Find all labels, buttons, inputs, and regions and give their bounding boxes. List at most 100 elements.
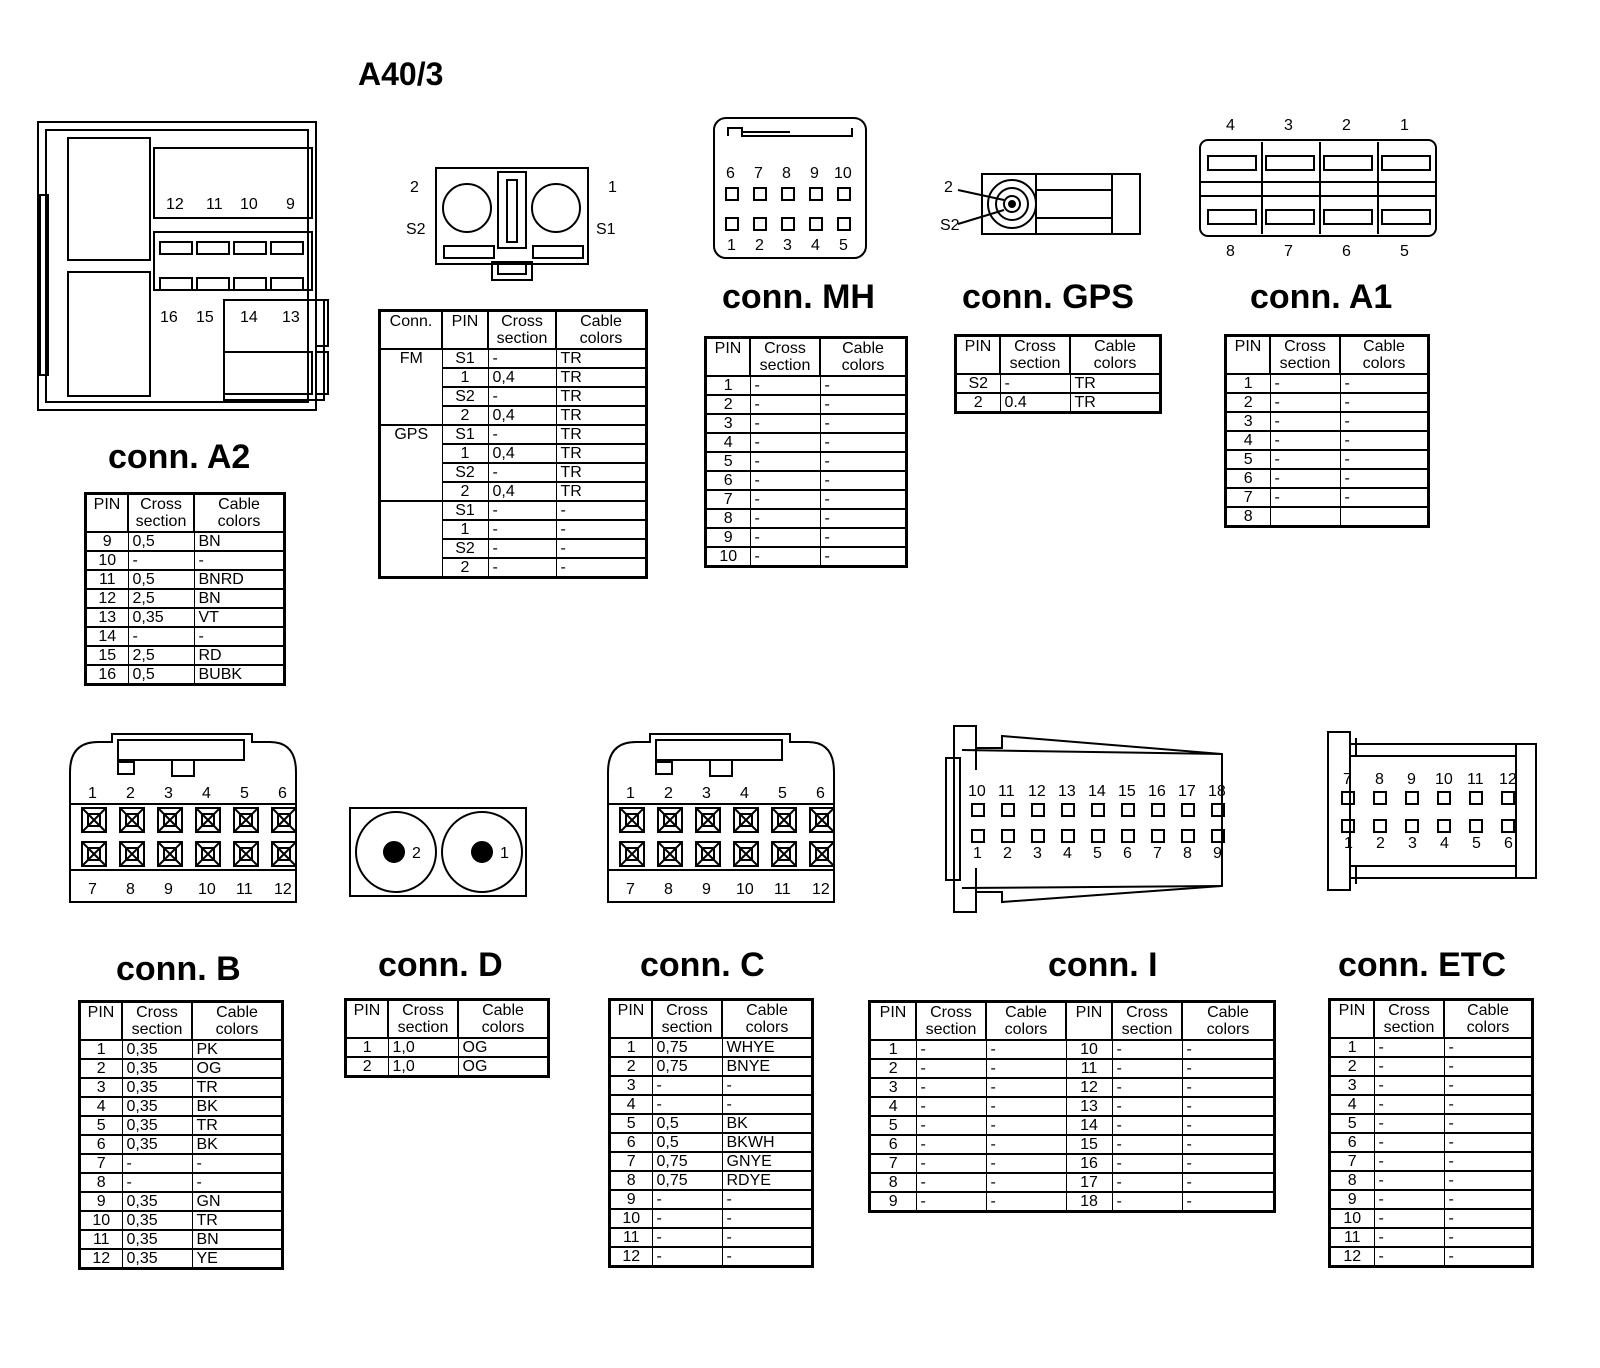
table-cell: - [1373,1246,1445,1268]
conn_b-pin-label: 1 [88,785,97,802]
table-row: 5-- [1225,449,1429,470]
table-cell: - [1181,1077,1275,1098]
conn_b-pin [81,841,107,867]
conn-group-cell: GPS [379,424,443,502]
conn_b-pin-grid [81,807,297,867]
a1-pin-label: 5 [1400,243,1409,260]
table-cell: 16 [85,664,129,686]
table-cell: BN [191,1229,283,1250]
conn-i-drawing [945,725,1223,913]
conn_b-pin-inner [201,847,215,861]
table-cell: - [819,546,907,568]
conn_c-pin-label: 7 [626,881,635,898]
table-row: 6-- [1225,468,1429,489]
etc-pin-top [1341,791,1355,805]
table-cell: - [1181,1134,1275,1155]
etc-pin-bottom [1341,819,1355,833]
table-cell: 0,35 [121,1134,193,1155]
col-cross: Cross section [749,336,821,377]
conn-d-drawing [349,807,527,897]
conn_c-pin-inner [815,847,829,861]
table-row: 4--13-- [869,1096,1275,1117]
table-cell: - [749,546,821,568]
i-pin-top [1151,803,1165,817]
etc-pin-bottom [1405,819,1419,833]
table-cell: 2 [955,392,1001,414]
a2-slot-top [159,241,193,255]
col-cable: Cable colors [985,1000,1067,1041]
table-cell: - [1339,449,1429,470]
conn-group-cell: FM [379,348,443,426]
table-cell: 3 [1329,1075,1375,1096]
table-cell: - [1269,487,1341,508]
table-cell: - [1111,1077,1183,1098]
table-cell: S2 [441,538,489,559]
table-cell: - [487,538,557,559]
table-cell: 9 [869,1191,917,1213]
conn_c-pin-cross [771,841,797,867]
etc-pin-bottom [1469,819,1483,833]
table-cell: S2 [441,386,489,407]
conn_c-pin-label: 8 [664,881,673,898]
table-cell: 10 [705,546,751,568]
table-cell: - [555,557,647,579]
i-pin-label: 4 [1063,845,1072,862]
table-cell: - [999,373,1071,394]
conn_c-pin [733,807,759,833]
i-pin-bottom [1181,829,1195,843]
conn_c-pin [771,807,797,833]
conn_b-pin-cross [157,841,183,867]
col-pin: PIN [868,1000,917,1041]
etc-pin-label: 1 [1344,835,1353,852]
i-pin-label: 10 [968,783,986,800]
table-cell: 7 [609,1151,653,1172]
table-cell: OG [457,1056,549,1078]
table-cell: - [1443,1151,1533,1172]
etc-pin-label: 10 [1435,771,1453,788]
mh-pin-bottom [781,217,795,231]
table-cell: 4 [79,1096,123,1117]
mh-pin-label: 6 [726,165,735,182]
table-cell: - [721,1189,813,1210]
table-cell: - [1269,468,1341,489]
i-pin-label: 2 [1003,845,1012,862]
fm-pin-2: 2 [410,179,419,196]
table-row: S1-- [379,500,647,579]
conn_b-pin-inner [163,847,177,861]
i-pin-top [1091,803,1105,817]
table-cell: TR [555,367,647,388]
table-cell: 5 [609,1113,653,1134]
conn_b-pin [271,841,297,867]
etc-pin-label: 11 [1467,771,1484,788]
table-cell: - [915,1058,987,1079]
etc-pin-bottom [1373,819,1387,833]
table-cell: 1 [869,1039,917,1060]
table-cell: 4 [609,1094,653,1115]
table-cell: 8 [609,1170,653,1191]
table-cell: 0,35 [121,1229,193,1250]
table-cell: 0,75 [651,1170,723,1191]
conn_c-pin-inner [815,813,829,827]
conn_b-pin-label: 3 [164,785,173,802]
a2-pin-9: 9 [286,196,295,213]
etc-pin-label: 2 [1376,835,1385,852]
table-cell [1269,506,1341,528]
col-cross: Cross section [1373,998,1445,1039]
table-cell: - [487,519,557,540]
a2-pin-13: 13 [282,309,300,326]
table-row: S2-TR [380,386,647,407]
table-row: 11-- [1329,1227,1533,1248]
a2-slot-top [270,241,304,255]
col-cross: Cross section [1269,334,1341,375]
table-cell: 7 [1225,487,1271,508]
conn-group-cell [379,500,443,579]
conn_c-pin [771,841,797,867]
table-cell: - [1373,1037,1445,1058]
conn_b-pin-label: 9 [164,881,173,898]
table-row: 2-- [1329,1056,1533,1077]
